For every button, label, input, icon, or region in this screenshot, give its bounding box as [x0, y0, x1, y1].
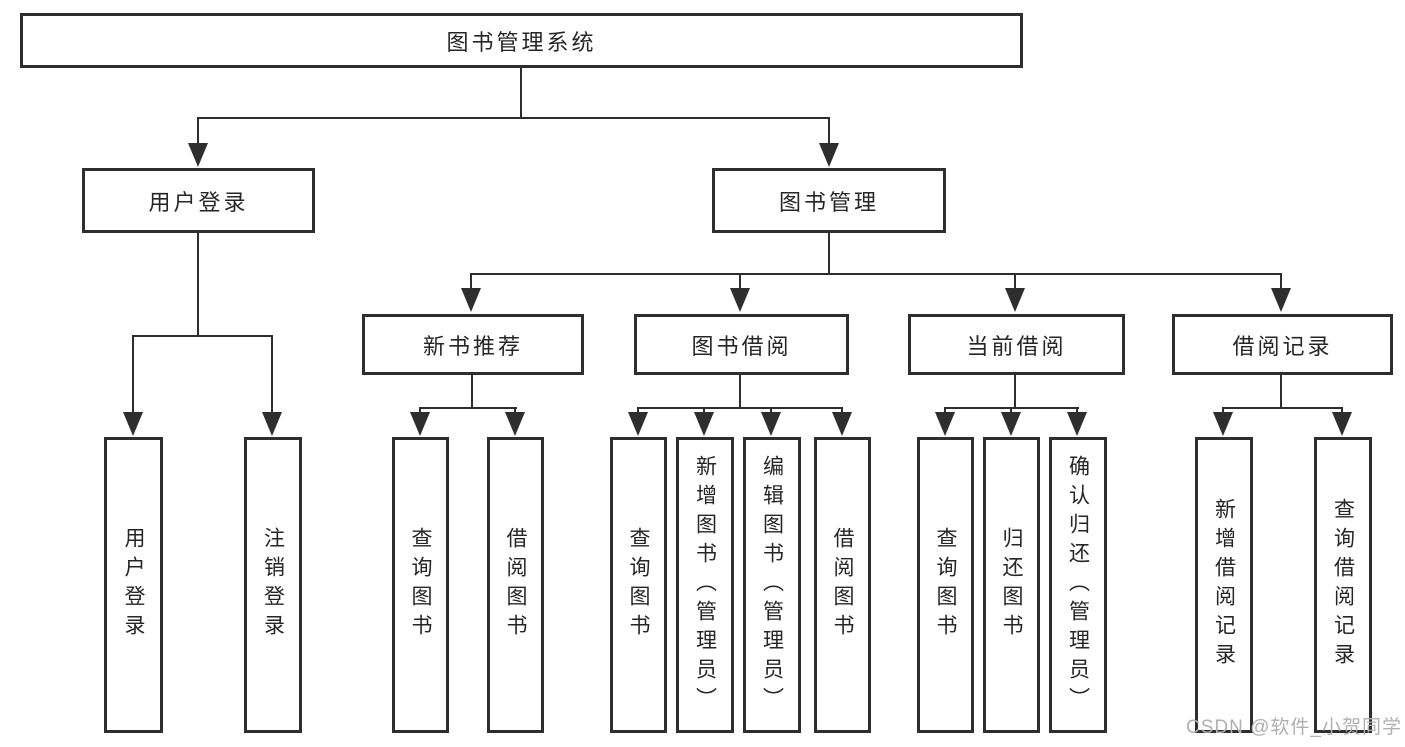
connector-line [198, 117, 830, 119]
arrow-down-icon [1213, 412, 1233, 436]
arrow-down-icon [1271, 288, 1291, 312]
node-label: 用户登录 [148, 189, 249, 215]
arrow-down-icon [1332, 412, 1352, 436]
node-user-login: 用户登录 [82, 168, 315, 233]
leaf-logout-login: 注销登录 [244, 437, 302, 733]
connector-line [703, 407, 705, 416]
connector-line [197, 117, 199, 147]
connector-line [739, 273, 741, 291]
connector-line [944, 407, 946, 416]
node-label: 确认归还（管理员） [1066, 454, 1090, 716]
node-label: 用户登录 [122, 527, 145, 643]
arrow-down-icon [410, 412, 430, 436]
node-library-system: 图书管理系统 [20, 13, 1023, 68]
node-label: 新书推荐 [422, 333, 523, 359]
arrow-down-icon [832, 412, 852, 436]
node-label: 图书管理 [778, 189, 879, 215]
node-label: 借阅记录 [1232, 333, 1333, 359]
node-borrowing-records: 借阅记录 [1172, 314, 1393, 375]
connector-line [271, 335, 273, 415]
arrow-down-icon [123, 412, 143, 436]
node-label: 借阅图书 [504, 527, 527, 643]
node-label: 当前借阅 [966, 333, 1067, 359]
node-new-book-recommend: 新书推荐 [362, 314, 584, 375]
connector-line [520, 68, 522, 118]
leaf-add-book-admin: 新增图书（管理员） [676, 437, 734, 733]
connector-line [1014, 273, 1016, 291]
leaf-query-books-current: 查询图书 [917, 437, 974, 733]
connector-line [419, 407, 517, 409]
leaf-query-books-borrowing: 查询图书 [610, 437, 667, 733]
connector-line [132, 335, 134, 415]
arrow-down-icon [761, 412, 781, 436]
connector-line [637, 407, 639, 416]
connector-line [739, 375, 741, 407]
watermark: CSDN @软件_小贺同学 [1186, 717, 1402, 738]
arrow-down-icon [1001, 412, 1021, 436]
connector-line [1222, 407, 1224, 416]
connector-line [132, 335, 273, 337]
node-label: 查询借阅记录 [1331, 498, 1355, 672]
connector-line [1341, 407, 1343, 416]
connector-line [419, 407, 421, 416]
connector-line [1010, 407, 1012, 416]
node-label: 编辑图书（管理员） [760, 454, 784, 716]
node-label: 查询图书 [409, 527, 432, 643]
connector-line [841, 407, 843, 416]
leaf-borrow-books-recommend: 借阅图书 [487, 437, 544, 733]
arrow-down-icon [628, 412, 648, 436]
connector-line [1280, 273, 1282, 291]
arrow-down-icon [694, 412, 714, 436]
connector-line [471, 375, 473, 407]
leaf-query-books-recommend: 查询图书 [392, 437, 449, 733]
leaf-return-books: 归还图书 [983, 437, 1040, 733]
arrow-down-icon [1005, 288, 1025, 312]
leaf-borrow-books-borrowing: 借阅图书 [814, 437, 871, 733]
connector-line [514, 407, 516, 416]
connector-line [1076, 407, 1078, 416]
connector-line [197, 233, 199, 335]
arrow-down-icon [1067, 412, 1087, 436]
arrow-down-icon [188, 143, 208, 167]
leaf-add-borrow-record: 新增借阅记录 [1195, 437, 1253, 733]
node-book-borrowing: 图书借阅 [634, 314, 849, 375]
leaf-query-borrow-record: 查询借阅记录 [1314, 437, 1372, 733]
arrow-down-icon [461, 288, 481, 312]
connector-line [945, 407, 1079, 409]
connector-line [828, 117, 830, 147]
node-label: 查询图书 [934, 527, 957, 643]
node-current-borrowing: 当前借阅 [908, 314, 1125, 375]
arrow-down-icon [935, 412, 955, 436]
node-label: 注销登录 [261, 527, 285, 643]
arrow-down-icon [730, 288, 750, 312]
connector-line [1223, 407, 1343, 409]
connector-line [470, 273, 472, 291]
leaf-user-login: 用户登录 [104, 437, 163, 733]
connector-line [1280, 375, 1282, 407]
connector-line [638, 407, 843, 409]
connector-line [770, 407, 772, 416]
node-book-management: 图书管理 [712, 168, 946, 233]
connector-line [1014, 375, 1016, 407]
arrow-down-icon [262, 412, 282, 436]
arrow-down-icon [505, 412, 525, 436]
node-label: 图书管理系统 [446, 29, 597, 55]
node-label: 借阅图书 [831, 527, 854, 643]
node-label: 新增图书（管理员） [693, 454, 717, 716]
leaf-edit-book-admin: 编辑图书（管理员） [743, 437, 801, 733]
arrow-down-icon [819, 143, 839, 167]
node-label: 归还图书 [1000, 527, 1023, 643]
node-label: 查询图书 [627, 527, 650, 643]
connector-line [828, 233, 830, 273]
node-label: 新增借阅记录 [1212, 498, 1236, 672]
leaf-confirm-return-admin: 确认归还（管理员） [1049, 437, 1107, 733]
connector-line [471, 273, 1282, 275]
node-label: 图书借阅 [691, 333, 792, 359]
